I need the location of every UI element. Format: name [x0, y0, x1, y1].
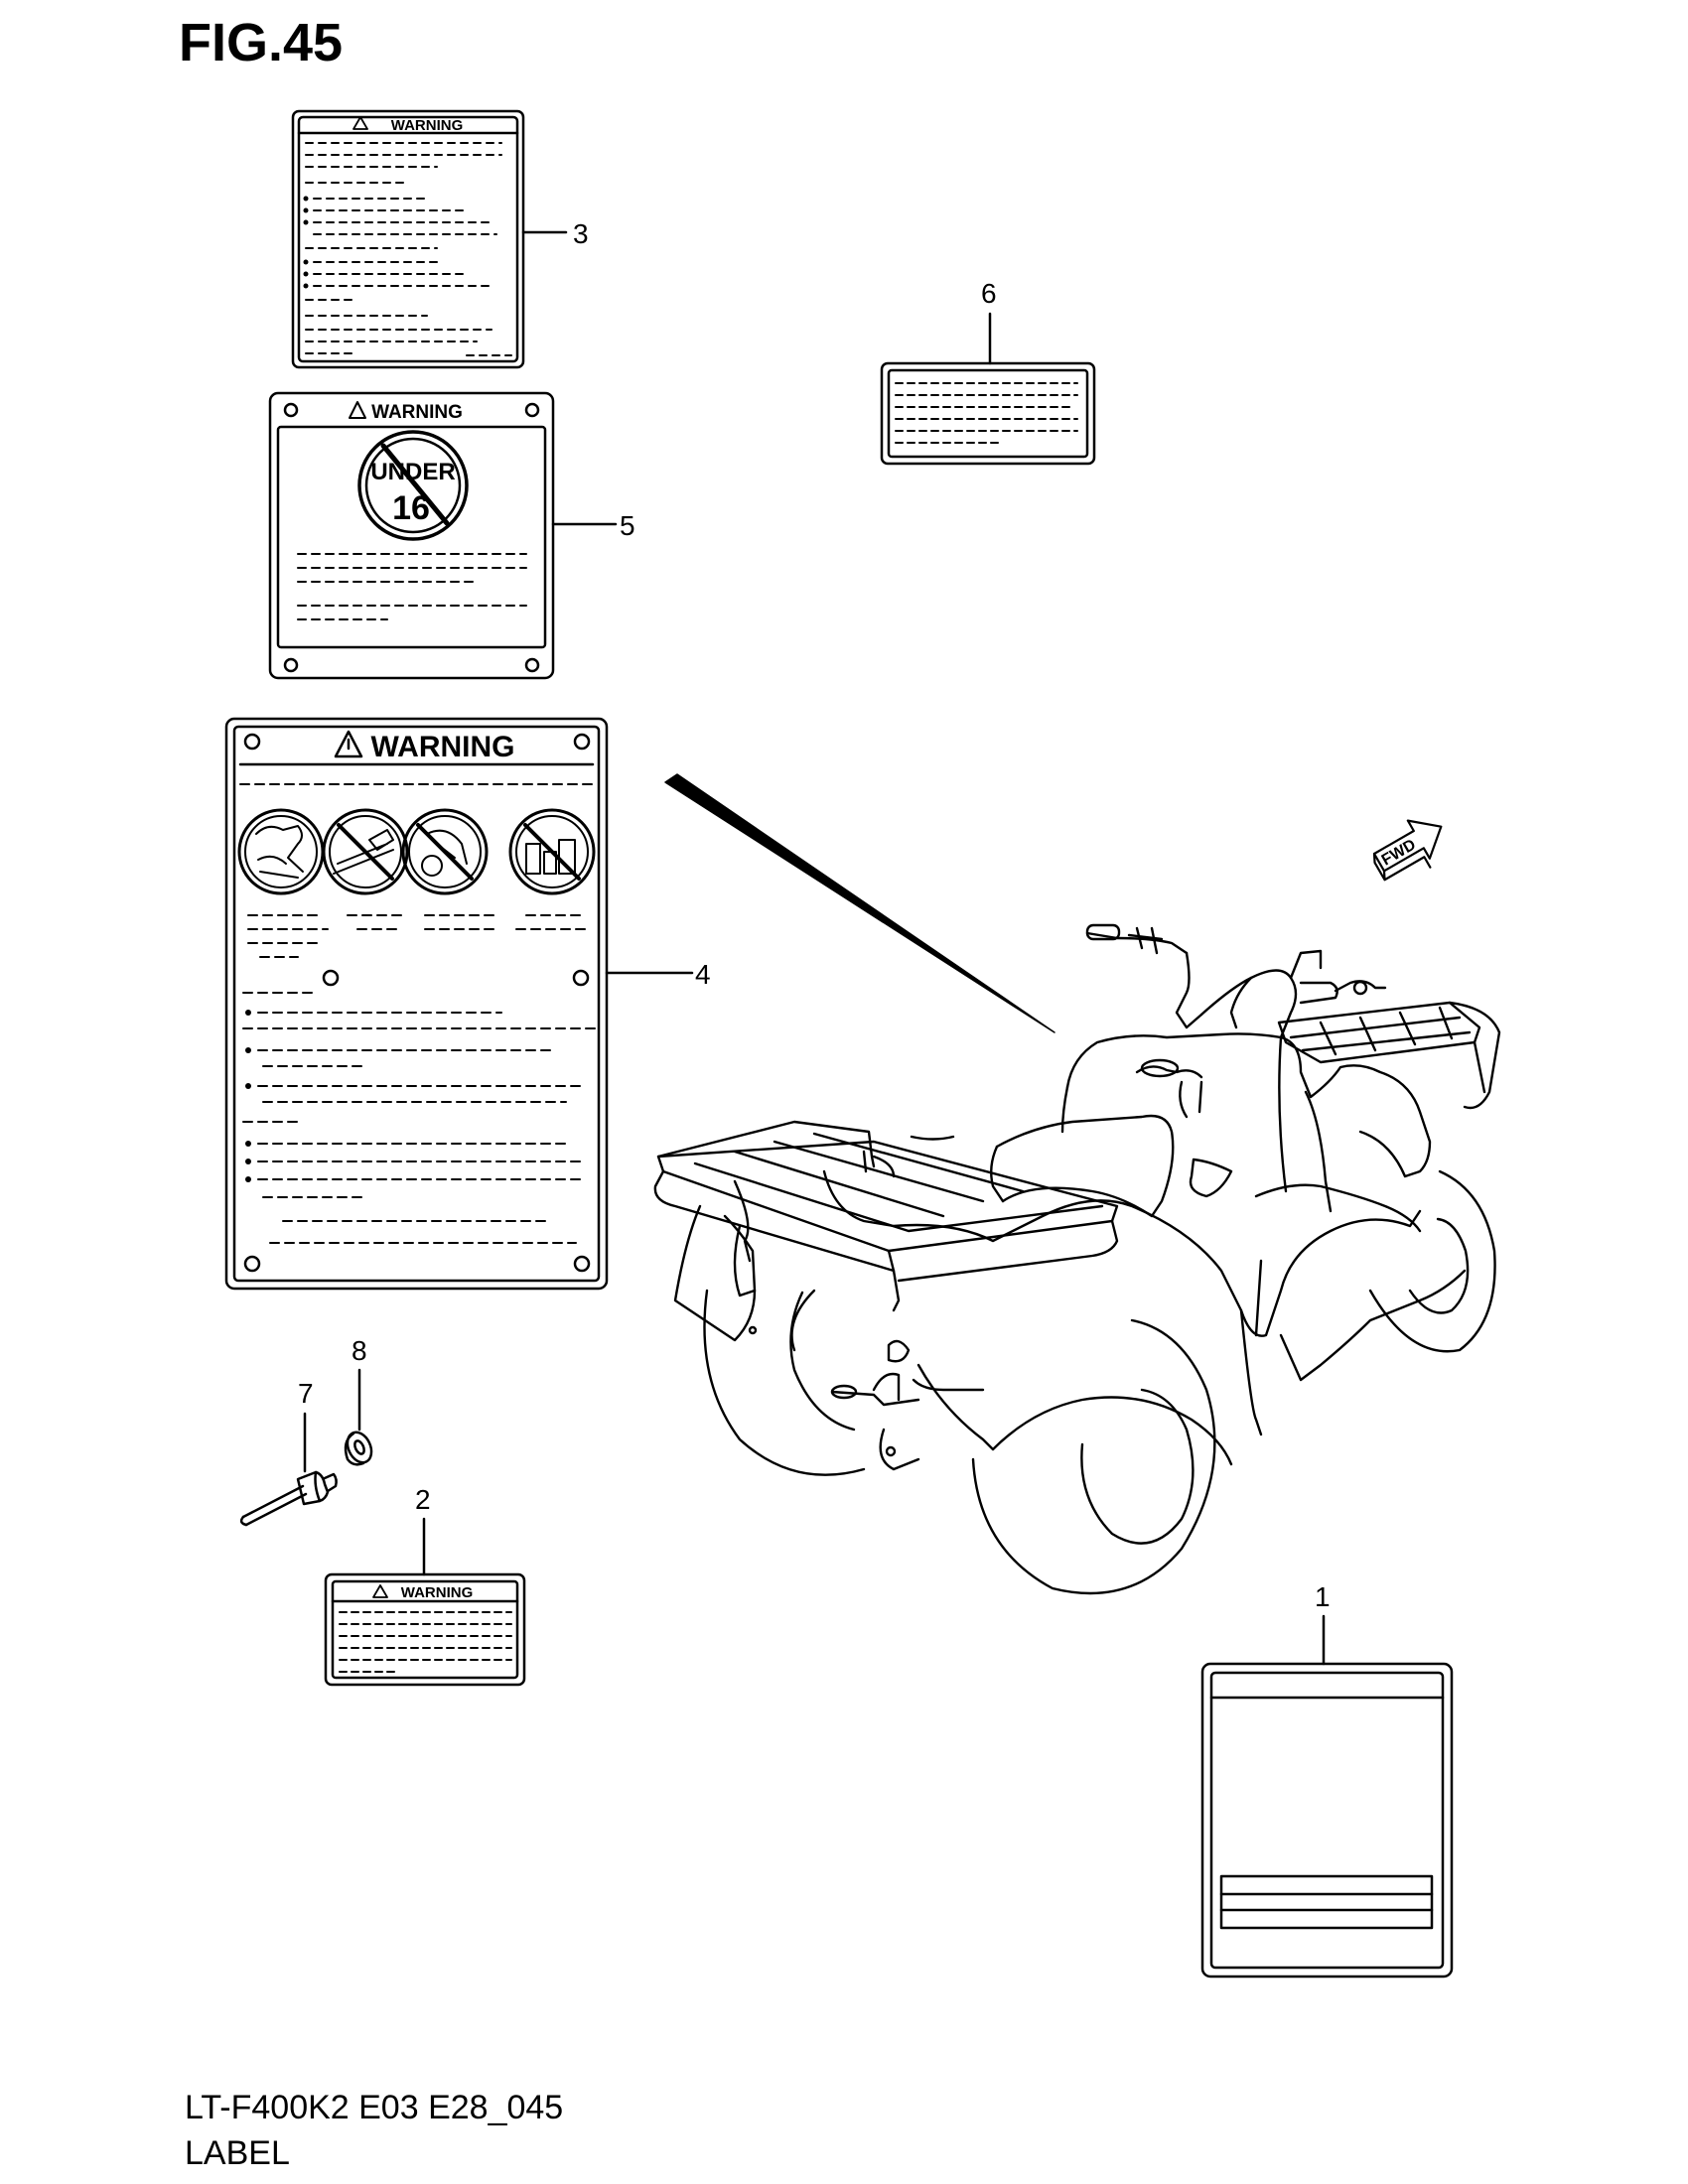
- figure-name: LABEL: [185, 2134, 290, 2172]
- no-passenger-icon: [237, 808, 325, 895]
- label-3-warning-text: WARNING: [391, 117, 464, 134]
- figure-title: FIG.45: [179, 13, 344, 72]
- callout-1: 1: [1315, 1581, 1331, 1612]
- label-5-warning-text: WARNING: [371, 402, 463, 423]
- no-stunts-icon: [401, 808, 489, 895]
- label-5: WARNING UNDER 16: [268, 391, 555, 680]
- label-4-warning-triangle-icon: [334, 730, 363, 758]
- label-1: [1200, 1662, 1454, 1979]
- no-public-road-icon: [322, 808, 409, 895]
- location-pointer: [664, 773, 1055, 1033]
- label-3: WARNING: [291, 109, 525, 369]
- label-2: WARNING: [324, 1572, 526, 1687]
- label-6: [880, 361, 1096, 466]
- under-16-prohibition-icon: UNDER 16: [357, 430, 469, 541]
- label-2-warning-triangle-icon: [372, 1584, 388, 1598]
- no-alcohol-icon: [508, 808, 596, 895]
- label-4: WARNING: [224, 717, 609, 1291]
- callout-6: 6: [981, 278, 997, 309]
- forward-direction-icon: FWD: [1372, 819, 1443, 882]
- washer-part-8: [344, 1431, 373, 1466]
- label-5-warning-triangle-icon: [349, 401, 366, 419]
- figure-code: LT-F400K2 E03 E28_045: [185, 2089, 564, 2126]
- callout-3: 3: [573, 218, 589, 249]
- atv-illustration: [653, 923, 1501, 1595]
- callout-5: 5: [620, 510, 635, 541]
- callout-4: 4: [695, 959, 711, 990]
- rivet-part-7: [239, 1470, 338, 1527]
- label-2-warning-text: WARNING: [401, 1584, 474, 1601]
- label-4-warning-text: WARNING: [371, 731, 515, 763]
- callout-7: 7: [298, 1378, 314, 1409]
- callout-2: 2: [415, 1484, 431, 1515]
- label-3-warning-triangle-icon: [352, 116, 368, 130]
- callout-8: 8: [352, 1335, 367, 1366]
